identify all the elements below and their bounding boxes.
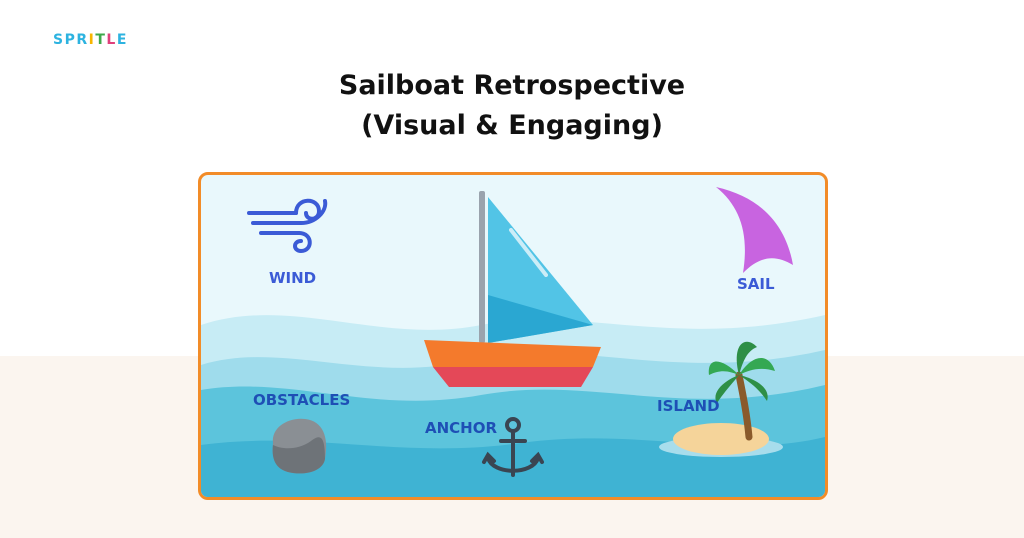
wind-icon xyxy=(247,198,328,254)
logo-letter: E xyxy=(116,32,128,48)
logo-letter: L xyxy=(106,32,117,48)
logo-letter: R xyxy=(76,32,89,48)
title-line-1: Sailboat Retrospective xyxy=(338,70,686,101)
anchor-label: ANCHOR xyxy=(425,419,498,437)
sailboat-board: WIND SAIL OBSTACLES ANCHOR ISLAND xyxy=(198,172,828,500)
logo-letter: T xyxy=(95,32,107,48)
island-label: ISLAND xyxy=(657,397,720,415)
spritle-logo: SPRITLE xyxy=(53,32,128,48)
anchor-icon xyxy=(482,417,544,477)
rock-icon xyxy=(272,418,327,474)
obstacles-label: OBSTACLES xyxy=(253,391,351,409)
board-illustration xyxy=(201,187,825,497)
title-line-2: (Visual & Engaging) xyxy=(361,110,663,141)
sail-icon xyxy=(716,187,793,273)
logo-letter: P xyxy=(64,32,77,48)
logo-letter: I xyxy=(88,32,96,48)
sail-label: SAIL xyxy=(737,275,775,293)
sailboat-icon xyxy=(424,191,601,387)
logo-letter: S xyxy=(53,32,65,48)
wind-label: WIND xyxy=(269,269,317,287)
page-title: Sailboat Retrospective (Visual & Engagin… xyxy=(0,66,1024,146)
island-icon xyxy=(659,341,783,457)
